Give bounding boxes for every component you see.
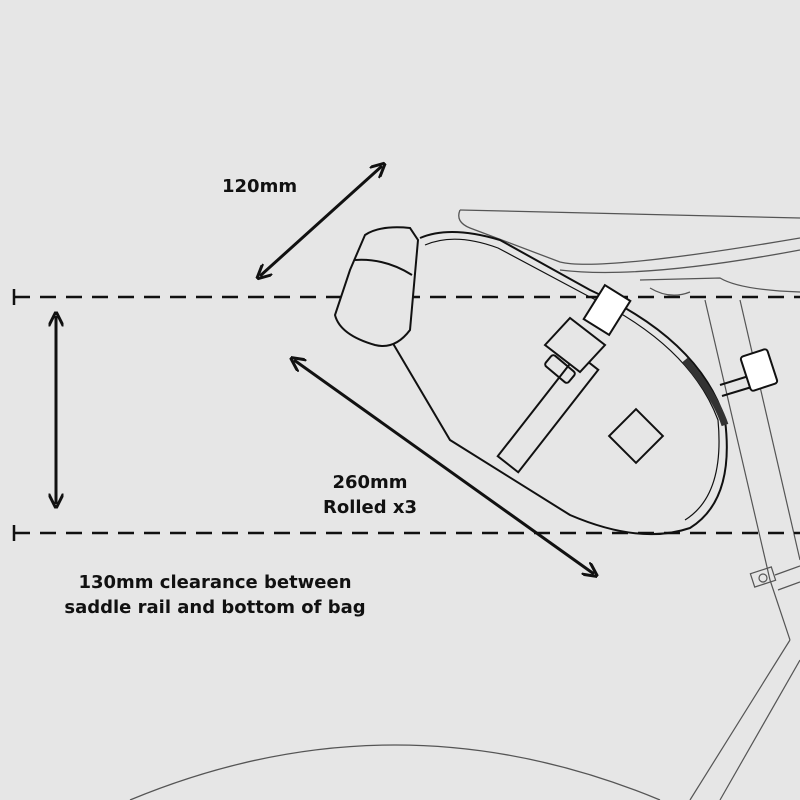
strap-tab xyxy=(582,283,632,337)
roll-top xyxy=(333,226,420,347)
bike-frame xyxy=(689,299,800,800)
dimension-arrows xyxy=(56,166,594,574)
width-label: 120mm xyxy=(222,176,298,197)
wheel-arc xyxy=(129,744,661,800)
clearance-line-2: saddle rail and bottom of bag xyxy=(64,597,366,618)
clearance-label: 130mm clearance between saddle rail and … xyxy=(20,570,410,620)
saddle xyxy=(458,209,800,296)
seatpost-strap xyxy=(682,357,729,427)
length-note: Rolled x3 xyxy=(322,497,418,518)
length-value: 260mm xyxy=(332,472,408,493)
logo-patch xyxy=(607,407,665,465)
clearance-line-1: 130mm clearance between xyxy=(78,572,352,593)
strap xyxy=(496,352,600,474)
width-arrow xyxy=(260,166,382,276)
length-arrow xyxy=(294,360,594,574)
length-label: 260mm Rolled x3 xyxy=(310,470,430,520)
